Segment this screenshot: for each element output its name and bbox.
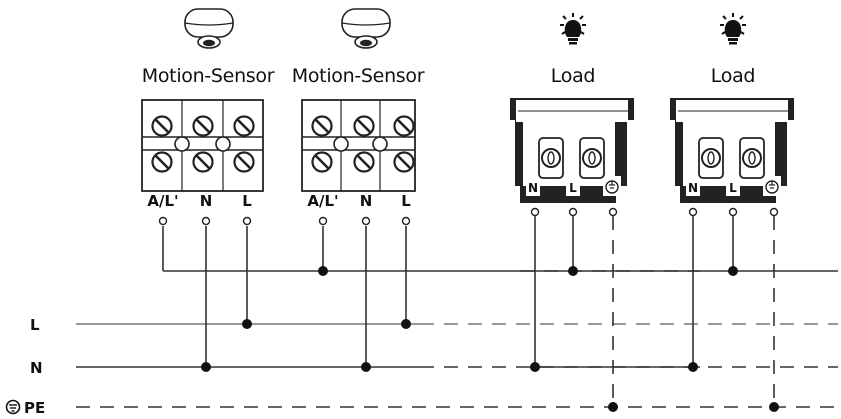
load-title: Load: [551, 65, 595, 87]
terminal-label-n: N: [528, 181, 538, 195]
l-bus-label: L: [30, 316, 40, 334]
terminal-label-l: L: [569, 181, 577, 195]
terminal-label-a: A/L': [307, 192, 338, 210]
motion-sensor-icon: [184, 8, 234, 49]
terminal-label-l: L: [729, 181, 737, 195]
ground-icon: [5, 399, 21, 415]
terminal-label-l: L: [401, 192, 411, 210]
terminal-block: [141, 99, 264, 192]
pe-bus-label: PE: [24, 399, 45, 417]
terminal-label-n: N: [360, 192, 373, 210]
load-title: Load: [711, 65, 755, 87]
terminal-label-a: A/L': [147, 192, 178, 210]
load-1: Load N L: [510, 12, 634, 412]
light-bulb-icon: [719, 12, 747, 46]
motion-sensor-icon: [341, 8, 391, 49]
n-bus-label: N: [30, 359, 43, 377]
load-connector: [670, 98, 794, 203]
light-bulb-icon: [559, 12, 587, 46]
terminal-block: [301, 99, 416, 192]
terminal-label-l: L: [242, 192, 252, 210]
sensor-title: Motion-Sensor: [142, 65, 275, 87]
load-connector: [510, 98, 634, 203]
terminal-label-n: N: [200, 192, 213, 210]
motion-sensor-2: Motion-Sensor A/L' N L: [292, 8, 425, 372]
motion-sensor-1: Motion-Sensor A/L' N L: [141, 8, 275, 372]
load-2: Load N L: [670, 12, 794, 412]
terminal-label-n: N: [688, 181, 698, 195]
sensor-title: Motion-Sensor: [292, 65, 425, 87]
